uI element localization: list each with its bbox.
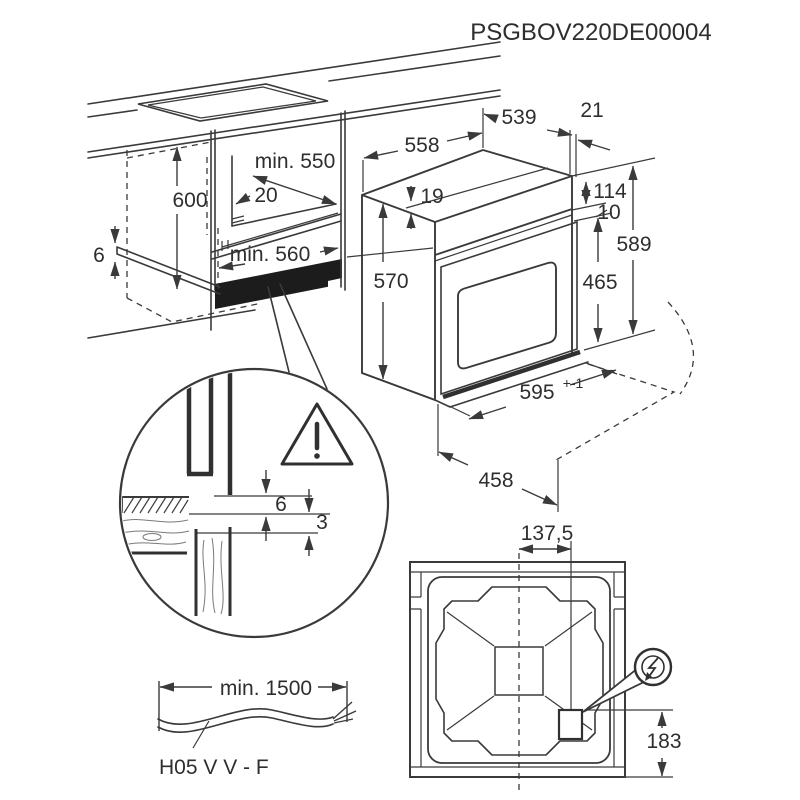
cabinet-cutout-diagram: 600 min. 550 20 min. 560 6 (87, 41, 501, 339)
cabinet-structure (87, 110, 434, 339)
oven-door-window (457, 261, 557, 370)
cabinet-dimensions: 600 min. 550 20 min. 560 6 (93, 146, 339, 290)
dim-panel-gap: 10 (597, 201, 620, 224)
plinth-recess (215, 259, 342, 309)
dim-rear-gap: 20 (254, 184, 277, 207)
oven-hidden-footprint (555, 301, 695, 461)
detail-section (122, 371, 330, 616)
oven-door (440, 220, 578, 396)
dim-shelf-gap: 6 (93, 244, 105, 267)
dim-oven-width: 595 (519, 381, 554, 404)
dim-cable-offset: 137,5 (521, 522, 574, 545)
dim-niche-height: 600 (172, 189, 207, 212)
worktop (87, 41, 501, 159)
dim-niche-depth: min. 550 (255, 150, 336, 173)
oven-dimensions: 558 539 21 19 570 114 10 (362, 99, 656, 512)
mount-detail-callout: 6 3 (118, 283, 390, 639)
dim-side-height: 570 (373, 270, 408, 293)
dim-oven-width-tolerance: +-1 (563, 375, 584, 391)
dim-door-height: 465 (582, 271, 617, 294)
dim-total-height: 589 (616, 233, 651, 256)
junction-box (557, 708, 584, 741)
wood-board-vertical (194, 527, 232, 616)
cable-type-label: H05 V V - F (159, 756, 269, 779)
detail-magnifier-circle (118, 367, 390, 639)
warning-triangle-icon (280, 402, 354, 466)
dim-oven-depth-body: 539 (501, 106, 536, 129)
dim-cable-length: min. 1500 (220, 677, 312, 700)
rear-embossed-cross (435, 586, 604, 756)
dim-detail-gap-top: 6 (275, 493, 287, 516)
dim-front-protrusion: 21 (580, 99, 603, 122)
dim-panel-height: 114 (593, 180, 627, 203)
dim-niche-width: min. 560 (230, 243, 311, 266)
rear-outer-frame (409, 561, 626, 778)
hob-cutout (137, 83, 329, 122)
hatched-panel (122, 496, 189, 514)
dim-oven-depth-total: 558 (404, 134, 439, 157)
power-cable-diagram: min. 1500 H05 V V - F (157, 677, 357, 779)
wood-board-horizontal (122, 519, 190, 555)
cable-drawing (157, 701, 357, 733)
dim-detail-gap-bottom: 3 (316, 511, 328, 534)
dim-base-depth: 458 (478, 469, 513, 492)
callout-wedge (267, 283, 328, 390)
dim-connection-height: 183 (646, 730, 681, 753)
electrical-hazard-icon (633, 647, 673, 687)
document-code: PSGBOV220DE00004 (470, 19, 712, 46)
rear-view-diagram: 137,5 183 (409, 522, 682, 790)
oven-diagram: 558 539 21 19 570 114 10 (361, 99, 695, 512)
dim-top-step: 19 (420, 185, 443, 208)
